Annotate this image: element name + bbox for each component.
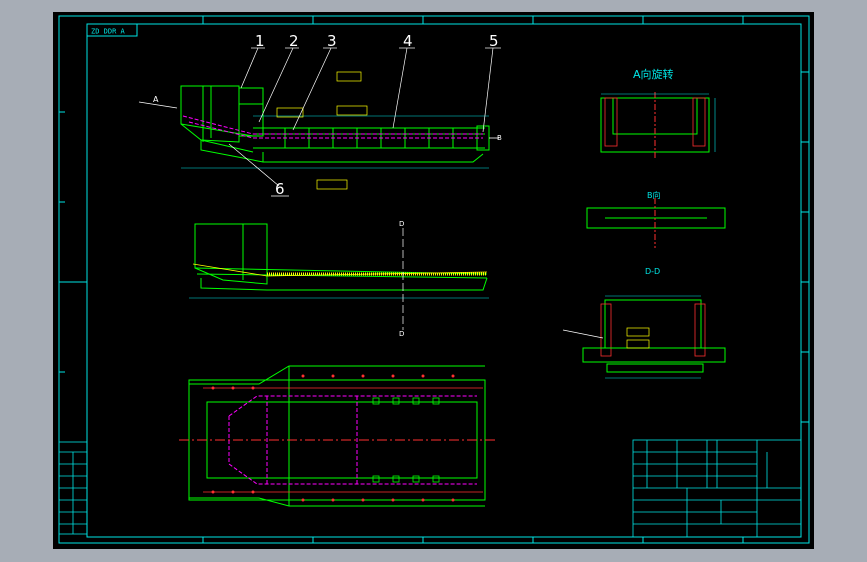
middle-elevation-view xyxy=(189,223,489,330)
drawing-frame xyxy=(58,15,810,544)
balloon-5: 5 xyxy=(489,32,499,50)
arrow-a-label: A xyxy=(153,95,159,104)
balloon-4: 4 xyxy=(403,32,413,50)
balloon-1: 1 xyxy=(255,32,265,50)
section-mark-top: D xyxy=(399,220,404,228)
view-b xyxy=(586,198,726,248)
arrow-b-label: B xyxy=(497,134,502,142)
balloon-2: 2 xyxy=(289,32,299,50)
drawing-code: ZD DDR A xyxy=(91,28,126,36)
part-balloons: 1 2 3 4 5 6 A B xyxy=(153,32,502,198)
cad-drawing: ZD DDR A xyxy=(58,15,810,544)
view-a-title: A向旋转 xyxy=(633,67,674,81)
balloon-6: 6 xyxy=(275,180,285,198)
front-elevation-view xyxy=(138,47,501,197)
section-d-d xyxy=(562,295,726,379)
view-a-rotated xyxy=(600,92,716,158)
section-mark-bottom: D xyxy=(399,330,404,338)
title-block xyxy=(632,439,802,538)
side-stamp-table xyxy=(58,441,88,535)
plan-view xyxy=(179,365,497,507)
view-b-label: B向 xyxy=(647,190,661,200)
section-d-d-label: D-D xyxy=(645,267,660,276)
balloon-3: 3 xyxy=(327,32,337,50)
drawing-code-box: ZD DDR A xyxy=(86,23,138,37)
drawing-canvas[interactable]: ZD DDR A xyxy=(53,12,814,549)
